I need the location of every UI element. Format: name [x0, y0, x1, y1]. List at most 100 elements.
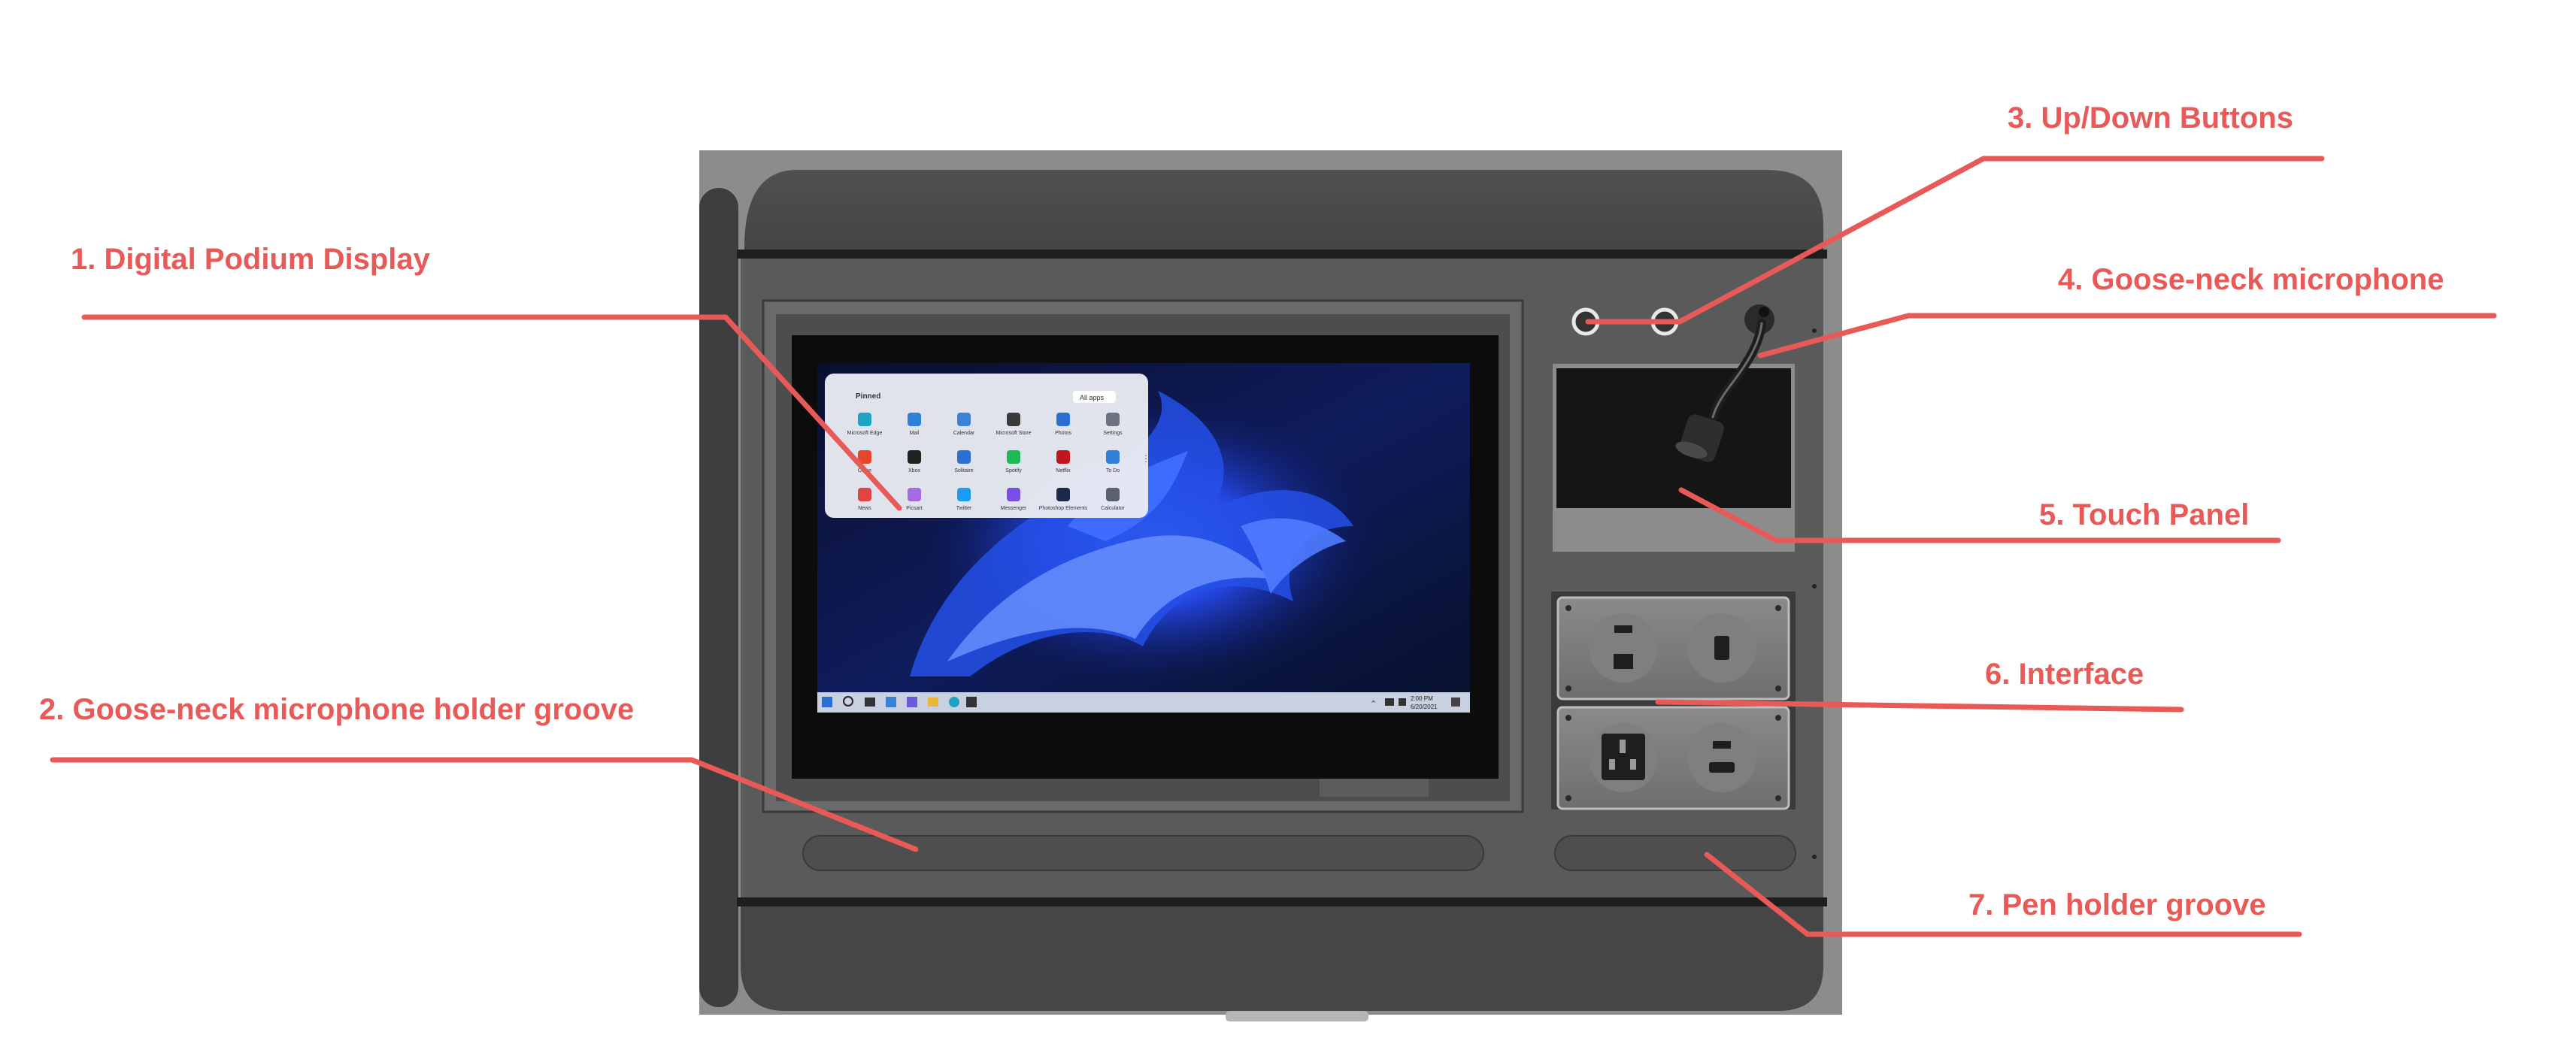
network-icon[interactable] — [1385, 698, 1394, 706]
interface — [1551, 592, 1796, 810]
start-app-settings[interactable]: Settings — [1103, 413, 1123, 436]
interface-plate-lower — [1556, 706, 1790, 810]
start-app-spotify[interactable]: Spotify — [1005, 450, 1022, 474]
podium-bottom-band — [741, 906, 1823, 1011]
widgets-icon[interactable] — [886, 697, 896, 707]
store-icon — [1007, 413, 1020, 426]
pen-holder-groove — [1554, 835, 1796, 871]
notification-icon[interactable] — [1451, 698, 1460, 707]
start-app-label: Messenger — [1001, 506, 1027, 511]
leader-line-touch-panel — [1678, 487, 2281, 543]
callout-microphone-holder-groove: 2. Goose-neck microphone holder groove — [39, 693, 635, 726]
settings-icon — [1106, 413, 1120, 426]
store-taskbar-icon[interactable] — [966, 697, 977, 707]
hdmi-in-port-icon[interactable] — [1714, 636, 1729, 660]
chevron-up-icon[interactable]: ⌃ — [1370, 700, 1377, 709]
leader-line-display — [81, 314, 902, 511]
start-app-mail[interactable]: Mail — [908, 413, 921, 436]
start-app-label: Solitaire — [954, 468, 973, 474]
start-app-label: Spotify — [1005, 468, 1022, 474]
touch-panel-screen[interactable] — [1556, 368, 1791, 508]
volume-icon[interactable] — [1399, 698, 1406, 706]
touch-panel[interactable] — [1553, 364, 1795, 552]
start-app-label: Microsoft Store — [996, 431, 1031, 436]
start-menu-panel — [825, 374, 1148, 518]
start-app-news[interactable]: News — [858, 488, 871, 511]
usb-port-icon[interactable] — [1614, 625, 1632, 633]
solitaire-icon — [957, 450, 971, 464]
photoshop-icon — [1056, 488, 1070, 501]
taskbar-time[interactable]: 2:00 PM — [1411, 695, 1433, 702]
start-app-xbox[interactable]: Xbox — [908, 450, 921, 474]
news-icon — [858, 488, 871, 501]
all-apps-button[interactable] — [1073, 391, 1116, 403]
leader-line-microphone — [1757, 313, 2497, 359]
start-app-store[interactable]: Microsoft Store — [996, 413, 1032, 436]
leader-line-mic-groove — [50, 757, 919, 852]
start-app-label: Settings — [1103, 431, 1123, 436]
start-app-edge[interactable]: Microsoft Edge — [847, 413, 883, 436]
pinned-label: Pinned — [856, 392, 880, 401]
start-app-calendar[interactable]: Calendar — [953, 413, 975, 436]
leader-line-interface — [1655, 699, 2184, 713]
podium-left-post — [699, 188, 738, 1007]
task-view-icon[interactable] — [865, 698, 875, 707]
callout-pen-holder-groove: 7. Pen holder groove — [1968, 888, 2266, 921]
callout-goose-neck-microphone: 4. Goose-neck microphone — [2058, 263, 2444, 296]
start-app-todo[interactable]: To Do — [1106, 450, 1120, 474]
messenger-icon — [1007, 488, 1020, 501]
calendar-icon — [957, 413, 971, 426]
file-explorer-icon[interactable] — [928, 698, 938, 707]
edge-icon — [858, 413, 871, 426]
taskbar-bar — [817, 692, 1470, 713]
podium-top-rail — [737, 250, 1827, 259]
todo-icon — [1106, 450, 1120, 464]
start-app-label: Microsoft Edge — [847, 431, 883, 436]
leader-lines — [50, 156, 2497, 937]
start-app-label: Picsart — [906, 506, 922, 511]
start-app-label: Calculator — [1101, 506, 1125, 511]
leader-line-pen-groove — [1704, 852, 2302, 937]
edge-taskbar-icon[interactable] — [949, 697, 959, 707]
usb-port-2-icon[interactable] — [1713, 741, 1731, 749]
xbox-icon — [908, 450, 921, 464]
start-app-photoshop[interactable]: Photoshop Elements — [1039, 488, 1088, 511]
network-port-icon[interactable] — [1614, 654, 1633, 669]
start-app-label: News — [858, 506, 871, 511]
callout-interface: 6. Interface — [1985, 658, 2144, 691]
start-app-picsart[interactable]: Picsart — [906, 488, 923, 511]
windows-start-icon[interactable] — [822, 697, 832, 707]
podium-bottom-rail — [737, 897, 1827, 906]
start-app-messenger[interactable]: Messenger — [1001, 488, 1027, 511]
start-app-label: Photoshop Elements — [1039, 506, 1088, 511]
taskbar: ⌃ 2:00 PM 6/20/2021 — [817, 692, 1470, 713]
callout-digital-podium-display: 1. Digital Podium Display — [71, 243, 430, 276]
scroll-dots-icon: ⋮ — [1141, 453, 1150, 464]
callout-up-down-buttons: 3. Up/Down Buttons — [2008, 101, 2293, 135]
start-app-solitaire[interactable]: Solitaire — [954, 450, 974, 474]
interface-plate-upper — [1556, 596, 1790, 701]
search-icon[interactable] — [843, 696, 853, 707]
start-app-label: Mail — [910, 431, 920, 436]
mail-icon — [908, 413, 921, 426]
photos-icon — [1056, 413, 1070, 426]
screw — [1812, 584, 1817, 589]
taskbar-date[interactable]: 6/20/2021 — [1411, 704, 1438, 710]
hdmi-out-port-icon[interactable] — [1709, 762, 1735, 773]
start-app-label: Calendar — [953, 431, 975, 436]
screw — [1812, 855, 1817, 859]
office-icon — [858, 450, 871, 464]
start-app-calculator[interactable]: Calculator — [1101, 488, 1125, 511]
start-app-photos[interactable]: Photos — [1055, 413, 1071, 436]
start-app-netflix[interactable]: Netflix — [1056, 450, 1071, 474]
start-app-label: To Do — [1106, 468, 1120, 474]
goose-neck-microphone[interactable] — [1674, 304, 1774, 464]
start-app-label: Netflix — [1056, 468, 1071, 474]
spotify-icon — [1007, 450, 1020, 464]
start-app-label: Xbox — [908, 468, 920, 474]
chat-icon[interactable] — [907, 697, 917, 707]
start-app-twitter[interactable]: Twitter — [956, 488, 972, 511]
